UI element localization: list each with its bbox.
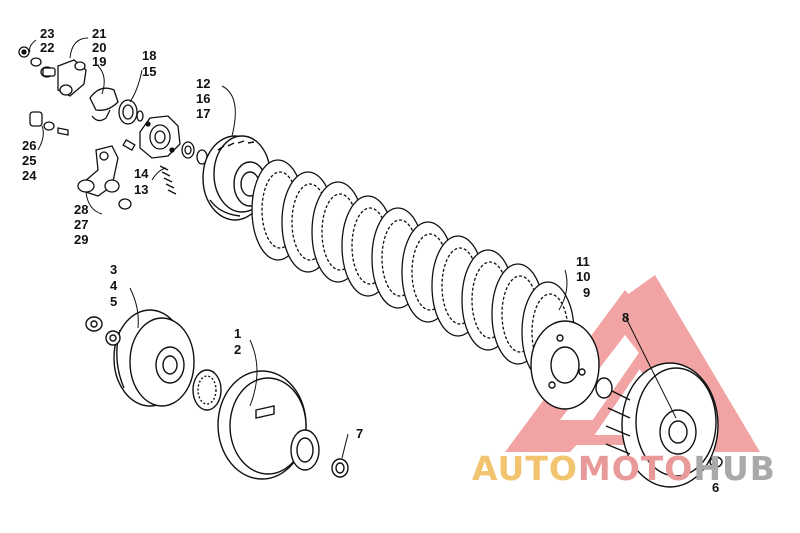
callout-6: 6 bbox=[712, 480, 719, 495]
callout-20: 20 bbox=[92, 40, 106, 55]
callout-8: 8 bbox=[622, 310, 629, 325]
callout-15: 15 bbox=[142, 64, 156, 79]
watermark-part-moto: MOTO bbox=[577, 449, 694, 488]
callout-17: 17 bbox=[196, 106, 210, 121]
callout-4: 4 bbox=[110, 278, 118, 293]
callout-14: 14 bbox=[134, 166, 149, 181]
outer-basket bbox=[595, 362, 723, 488]
one-way-bearing bbox=[192, 369, 222, 411]
callout-2: 2 bbox=[234, 342, 241, 357]
callout-21: 21 bbox=[92, 26, 106, 41]
callout-5: 5 bbox=[110, 294, 117, 309]
release-arm bbox=[29, 111, 132, 210]
callout-22: 22 bbox=[40, 40, 54, 55]
pressure-plate-flange bbox=[122, 115, 208, 195]
callout-25: 25 bbox=[22, 153, 36, 168]
callout-13: 13 bbox=[134, 182, 148, 197]
callout-12: 12 bbox=[196, 76, 210, 91]
callout-26: 26 bbox=[22, 138, 36, 153]
driven-hub bbox=[217, 370, 349, 480]
callout-3: 3 bbox=[110, 262, 117, 277]
callout-23: 23 bbox=[40, 26, 54, 41]
callout-labels: 23 22 21 20 19 18 15 12 16 17 26 25 24 1… bbox=[22, 26, 719, 495]
callout-24: 24 bbox=[22, 168, 37, 183]
pressure-plate bbox=[530, 320, 600, 410]
primary-drive bbox=[85, 309, 195, 407]
clutch-disc-stack bbox=[251, 159, 575, 383]
watermark-part-hub: HUB bbox=[693, 449, 776, 488]
callout-9: 9 bbox=[583, 285, 590, 300]
callout-1: 1 bbox=[234, 326, 241, 341]
watermark-text: AUTOMOTOHUB bbox=[472, 451, 776, 487]
callout-18: 18 bbox=[142, 48, 156, 63]
callout-10: 10 bbox=[576, 269, 590, 284]
watermark-part-auto: AUTO bbox=[472, 449, 578, 488]
callout-7: 7 bbox=[356, 426, 363, 441]
callout-16: 16 bbox=[196, 91, 210, 106]
callout-11: 11 bbox=[576, 254, 590, 269]
callout-27: 27 bbox=[74, 217, 88, 232]
callout-19: 19 bbox=[92, 54, 106, 69]
callout-28: 28 bbox=[74, 202, 88, 217]
leader-lines bbox=[29, 37, 717, 479]
top-left-hardware bbox=[18, 46, 144, 125]
callout-29: 29 bbox=[74, 232, 88, 247]
